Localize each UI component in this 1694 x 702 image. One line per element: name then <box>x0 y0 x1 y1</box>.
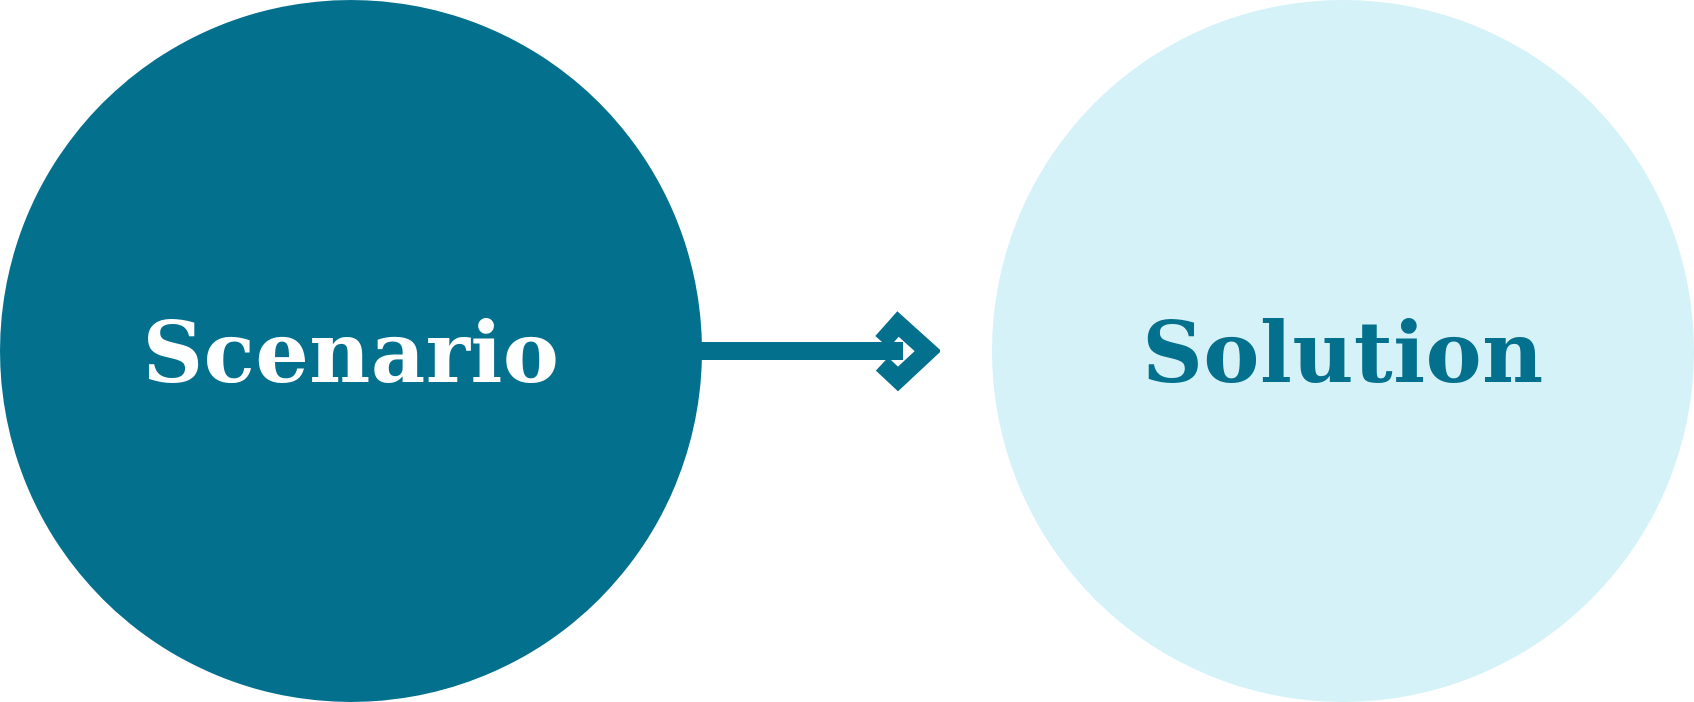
right-arrow-icon <box>700 311 940 392</box>
scenario-node: Scenario <box>0 0 702 702</box>
solution-node: Solution <box>992 0 1694 702</box>
arrow-head <box>875 311 940 392</box>
scenario-label: Scenario <box>142 303 560 402</box>
solution-label: Solution <box>1142 303 1544 402</box>
